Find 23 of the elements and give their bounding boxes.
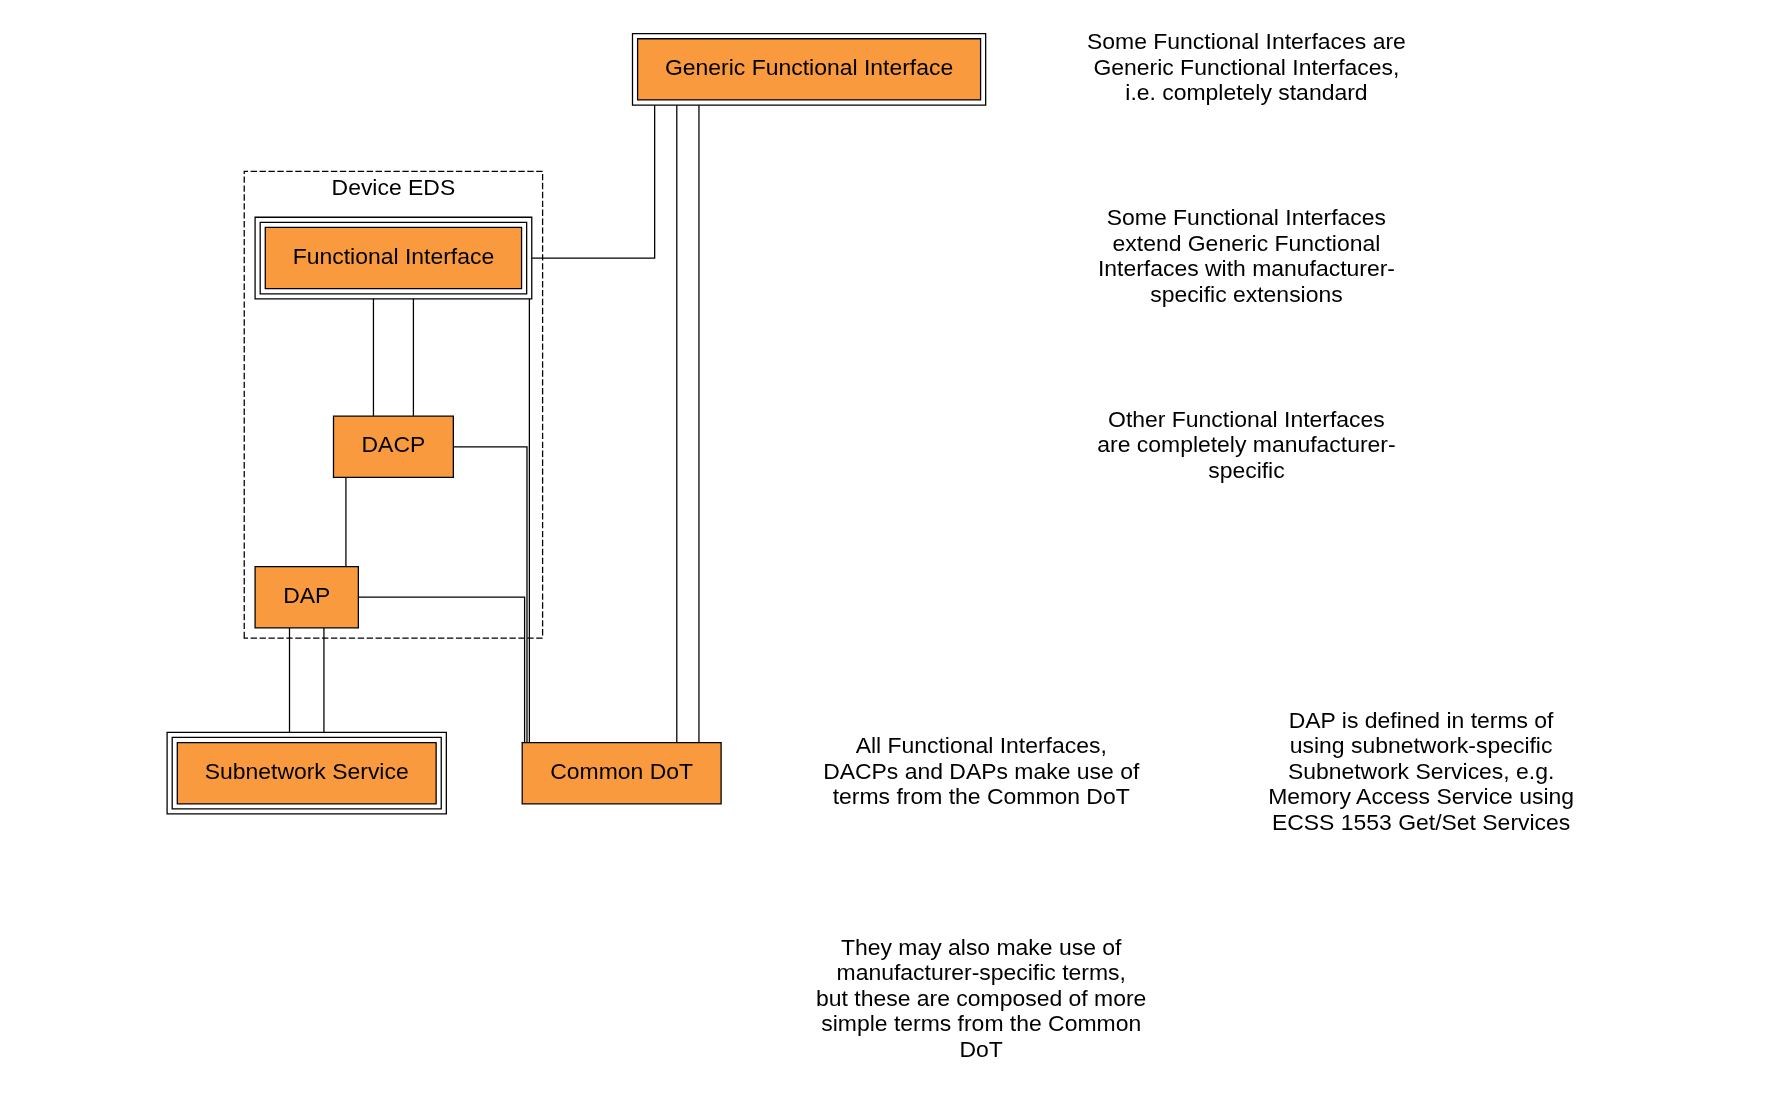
label: Some Functional Interfaces extend Generic Functional Interfaces with manufacturer-specific extensions — [1097, 204, 1395, 307]
node-box: Generic Functional Interface — [631, 33, 987, 106]
connector — [288, 627, 291, 733]
label: All Functional Interfaces, DACPs and DAPs make use of terms from the Common DoT — [823, 732, 1140, 810]
node-box: DAP — [254, 566, 359, 629]
connector — [345, 476, 347, 568]
connector — [372, 298, 375, 417]
connector — [452, 446, 528, 744]
connector — [323, 627, 325, 733]
label: DAP is defined in terms of using subnetwork-specific Subnetwork Services, e.g. Memory Access Service using ECSS 1553 Get/Set Services — [1268, 706, 1575, 835]
connector — [531, 104, 656, 259]
label: Other Functional Interfaces are completely manufacturer-specific — [1097, 405, 1396, 483]
connector — [358, 596, 526, 744]
connector — [412, 298, 415, 417]
connector — [698, 104, 700, 743]
label: Some Functional Interfaces are Generic Functional Interfaces, i.e. completely standard — [1087, 28, 1406, 106]
node-box: Common DoT — [521, 741, 722, 805]
connector — [676, 104, 678, 743]
node-box: DACP — [332, 415, 454, 478]
node-box: Subnetwork Service — [166, 731, 447, 815]
label: They may also make use of manufacturer-specific terms, but these are composed of more simple terms from the Common DoT — [816, 933, 1147, 1062]
node-box: Functional Interface — [254, 216, 533, 300]
connector — [528, 298, 530, 744]
